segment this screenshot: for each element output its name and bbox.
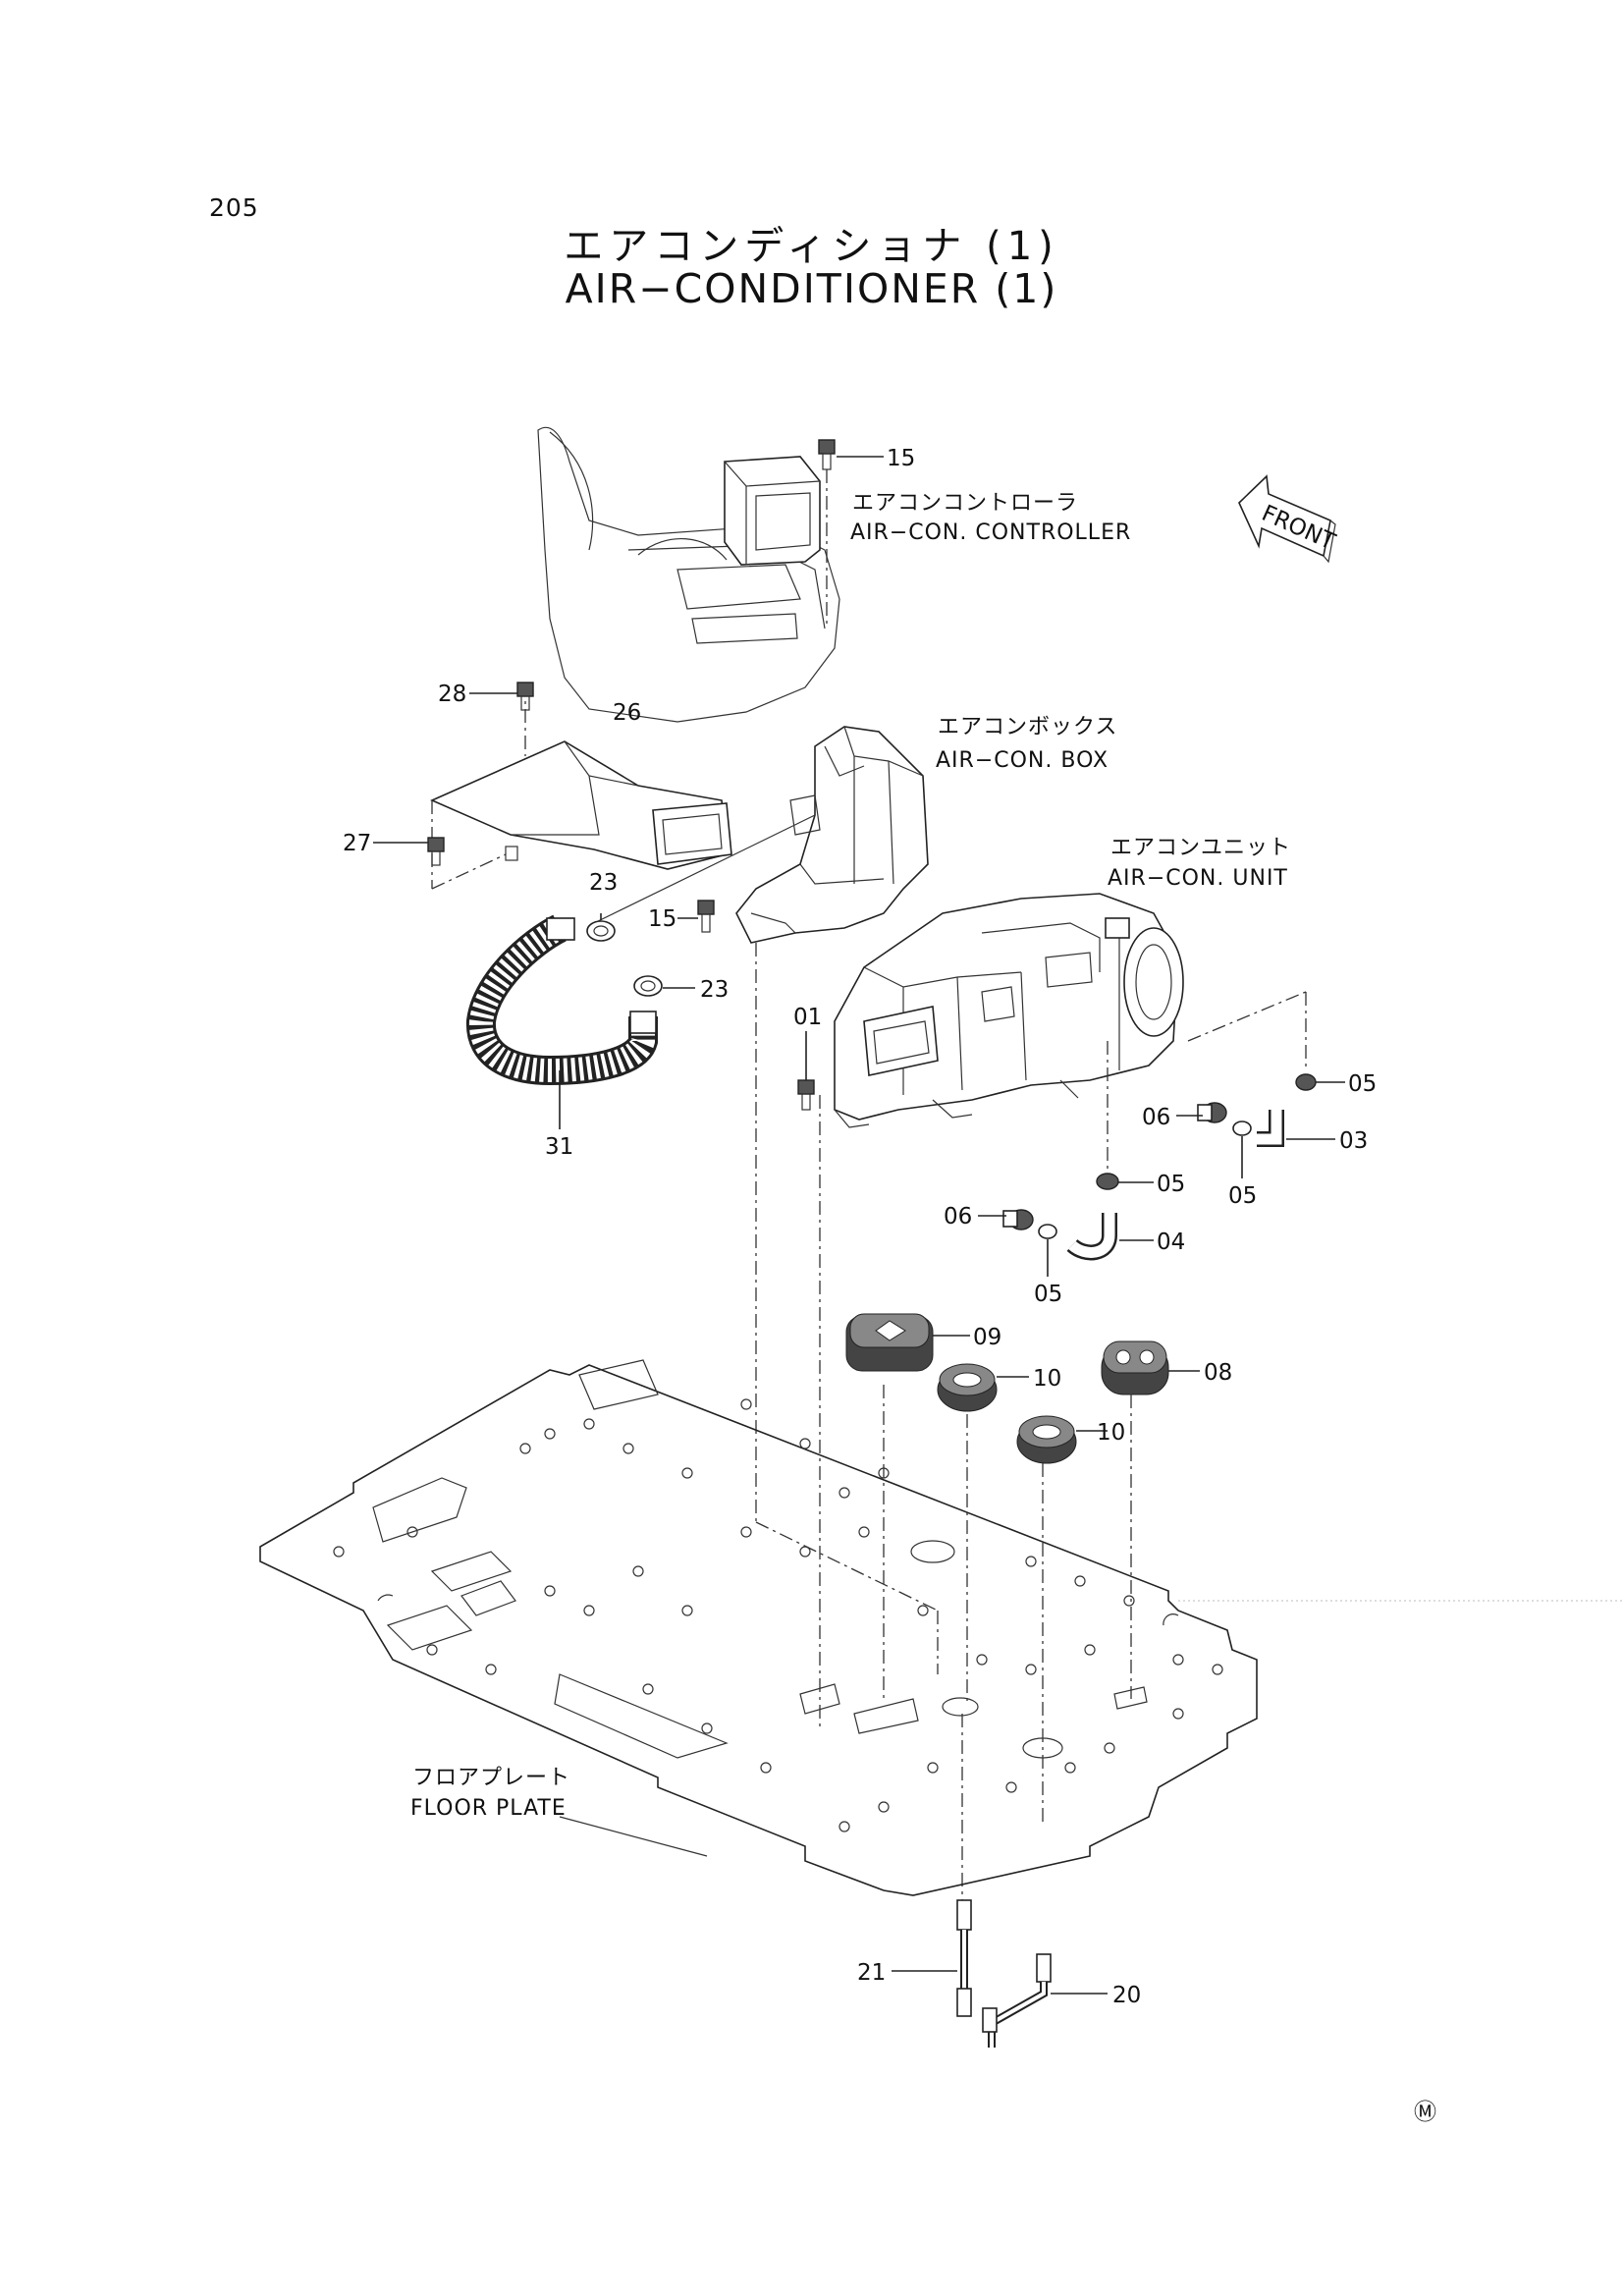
controller-caption-jp: エアコンコントローラ — [852, 491, 1078, 516]
callout-05-a: 05 — [1348, 1071, 1377, 1097]
air-con-box-part — [735, 726, 929, 944]
console-housing — [537, 426, 840, 723]
bolt-28 — [516, 682, 534, 711]
callout-01: 01 — [793, 1005, 822, 1030]
bolt-01 — [797, 1079, 815, 1111]
callout-15-top: 15 — [887, 446, 915, 471]
bolt-15-middle — [697, 900, 715, 933]
box-link-line — [593, 814, 816, 924]
page-number: 205 — [209, 193, 259, 222]
callout-31: 31 — [545, 1134, 573, 1160]
clamp-05-d — [1038, 1224, 1057, 1239]
grommet-10-a — [937, 1363, 998, 1412]
air-con-unit-part — [834, 893, 1184, 1128]
air-con-controller-part — [724, 456, 821, 566]
unit-caption-jp: エアコンユニット — [1110, 836, 1291, 860]
duct-clip — [505, 846, 518, 861]
callout-05-b: 05 — [1228, 1183, 1257, 1209]
callout-06-a: 06 — [1142, 1105, 1170, 1130]
callout-04: 04 — [1157, 1230, 1185, 1255]
front-arrow — [1238, 474, 1336, 564]
callout-05-c: 05 — [1157, 1172, 1185, 1197]
duct-26 — [430, 740, 732, 870]
grommet-10-b — [1016, 1415, 1077, 1464]
callout-15-middle: 15 — [648, 906, 676, 932]
callout-20: 20 — [1112, 1983, 1141, 2008]
title-japanese: エアコンディショナ (1) — [564, 224, 1059, 269]
clamp-05-c — [1096, 1173, 1119, 1190]
title-english: AIR−CONDITIONER (1) — [565, 265, 1058, 312]
floor-plate-holes — [333, 1398, 1223, 1832]
callout-26: 26 — [613, 700, 641, 726]
bolt-15-top — [818, 439, 836, 470]
box-caption-jp: エアコンボックス — [938, 715, 1117, 739]
callout-10-b: 10 — [1097, 1420, 1125, 1446]
grommet-08 — [1101, 1340, 1169, 1395]
elbow-06-a — [1197, 1102, 1227, 1123]
mark-symbol: Ⓜ — [1414, 2100, 1436, 2125]
clamp-23-lower — [633, 975, 663, 997]
floor-plate-caption-jp: フロアプレート — [412, 1766, 570, 1790]
controller-caption-en: AIR−CON. CONTROLLER — [850, 520, 1131, 545]
callout-10-a: 10 — [1033, 1366, 1061, 1392]
pipe-21 — [956, 1899, 972, 2017]
pipe-20 — [982, 1953, 1052, 2048]
clamp-05-a — [1295, 1073, 1317, 1091]
callout-27: 27 — [343, 831, 371, 856]
hose-31 — [466, 914, 658, 1086]
callout-06-b: 06 — [944, 1204, 972, 1230]
elbow-06-b — [1002, 1209, 1034, 1230]
callout-23-upper: 23 — [589, 870, 618, 896]
callout-23-lower: 23 — [700, 977, 729, 1003]
callout-21: 21 — [857, 1960, 886, 1986]
callout-09: 09 — [973, 1325, 1001, 1350]
callout-08: 08 — [1204, 1360, 1232, 1386]
bolt-27 — [427, 837, 445, 866]
grommet-09 — [845, 1313, 934, 1372]
floor-plate — [259, 1359, 1258, 1896]
unit-caption-en: AIR−CON. UNIT — [1108, 866, 1288, 891]
clamp-23-upper — [586, 920, 616, 942]
callout-28: 28 — [438, 682, 466, 707]
floor-plate-caption-en: FLOOR PLATE — [410, 1796, 567, 1821]
box-caption-en: AIR−CON. BOX — [936, 748, 1109, 773]
clamp-05-b — [1232, 1121, 1252, 1136]
callout-05-d: 05 — [1034, 1282, 1062, 1307]
callout-03: 03 — [1339, 1128, 1368, 1154]
